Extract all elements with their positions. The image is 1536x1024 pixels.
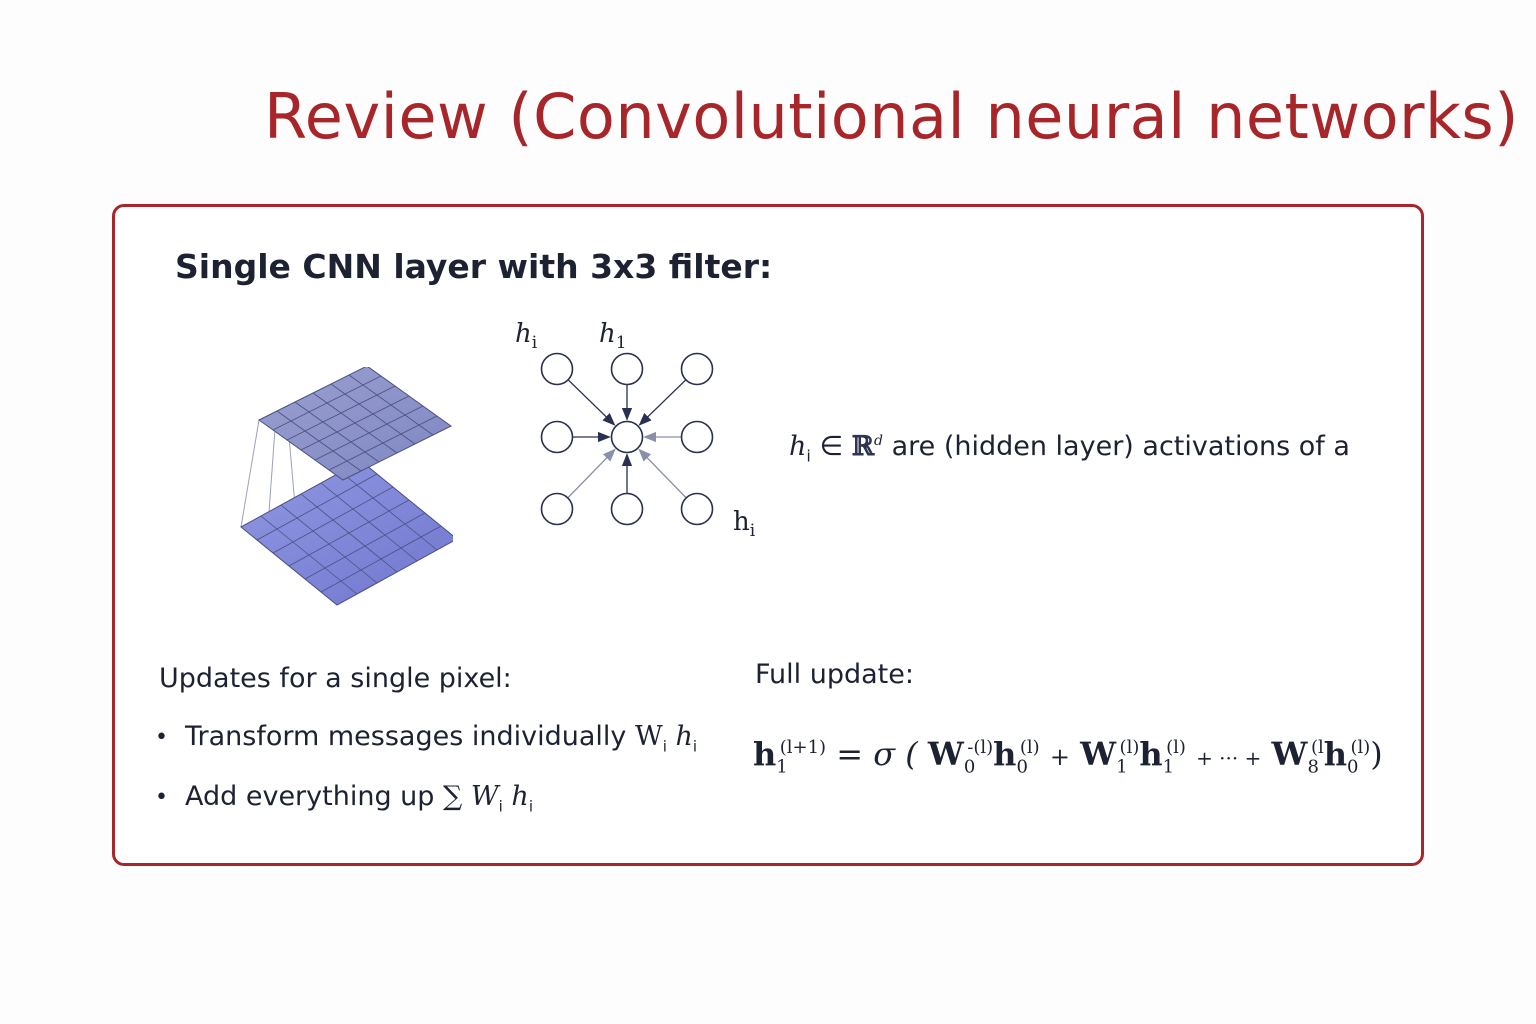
- convolution-grid-illustration: [240, 367, 453, 606]
- updates-list: Transform messages individually Wi hi Ad…: [155, 721, 697, 841]
- neighbour-node: [680, 492, 714, 526]
- grid-line: [320, 525, 442, 593]
- list-item: Transform messages individually Wi hi: [155, 721, 697, 781]
- neighbour-node: [540, 492, 574, 526]
- grid-line: [328, 415, 438, 471]
- neighbour-node: [540, 352, 574, 386]
- neighbour-node: [680, 420, 714, 454]
- message-edge: [567, 379, 616, 426]
- input-feature-grid: [240, 460, 453, 606]
- neighbour-node: [680, 352, 714, 386]
- neighbour-node: [610, 352, 644, 386]
- neighbour-node: [540, 420, 574, 454]
- message-edge: [638, 448, 687, 499]
- content-box: Single CNN layer with 3x3 filter:: [112, 204, 1424, 866]
- slide-title: Review (Convolutional neural networks): [264, 80, 1519, 153]
- label-bottom-right: hi: [733, 507, 756, 542]
- box-heading: Single CNN layer with 3x3 filter:: [175, 247, 773, 286]
- list-item: Add everything up ∑ Wi hi: [155, 781, 697, 841]
- neighbour-node: [610, 492, 644, 526]
- message-edge: [638, 379, 687, 426]
- activation-description: hi ∈ ℝd are (hidden layer) activations o…: [789, 431, 1350, 466]
- updates-heading: Updates for a single pixel:: [159, 663, 512, 694]
- projection-lines: [240, 419, 296, 528]
- graph-nodes: [540, 352, 714, 526]
- full-update-heading: Full update:: [755, 659, 914, 690]
- message-edge: [567, 448, 616, 499]
- label-top-left: hi: [515, 319, 538, 354]
- label-top-middle: h1: [599, 319, 627, 354]
- grid-plane: [240, 460, 453, 606]
- neighbourhood-graph: [540, 352, 714, 526]
- full-update-equation: h1(l+1) = σ ( W0-(l)h0(l) + W1(l)h1(l) +…: [753, 735, 1383, 778]
- graph-edges: [567, 379, 687, 499]
- output-feature-grid: [258, 367, 452, 481]
- center-node: [610, 420, 644, 454]
